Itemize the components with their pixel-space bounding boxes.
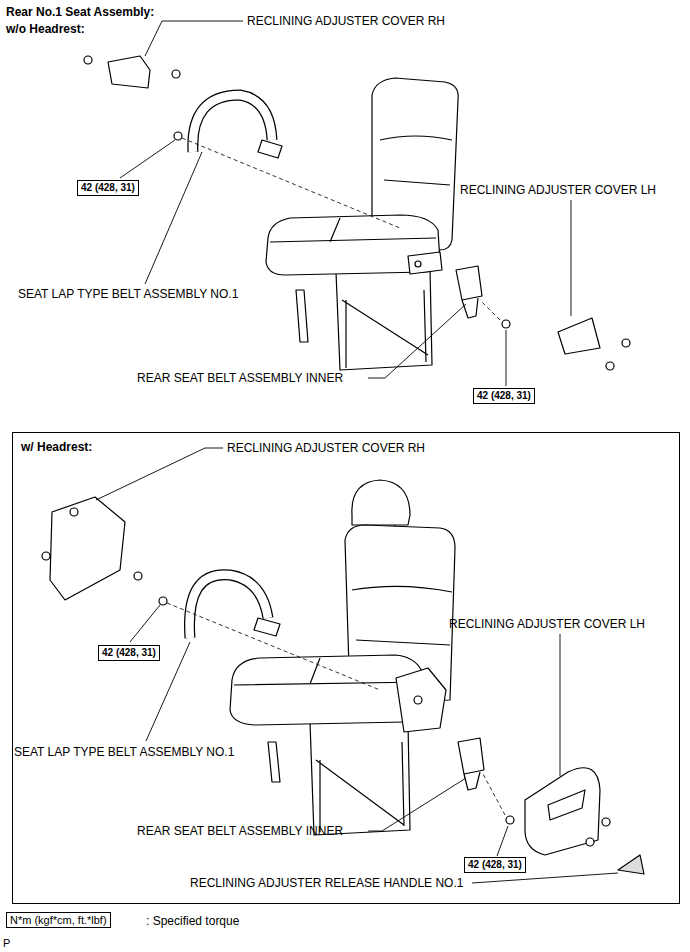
leader-line — [497, 826, 508, 856]
backrest-seam — [380, 136, 452, 185]
leader-line — [145, 21, 243, 56]
screw — [602, 818, 610, 826]
bolt-axis — [167, 603, 505, 815]
leader-line — [130, 605, 160, 642]
inner-buckle — [458, 738, 484, 774]
cushion-seam — [270, 218, 436, 242]
note-text: P — [3, 936, 10, 950]
seat-frame — [310, 722, 410, 835]
headrest — [352, 480, 410, 525]
seat-without-headrest — [84, 21, 630, 386]
torque-value: 42 (428, 31) — [102, 647, 156, 659]
hinge-pin — [415, 261, 421, 267]
part-name: RECLINING ADJUSTER COVER RH — [247, 14, 445, 28]
note-text: : Specified torque — [146, 914, 239, 928]
variant-heading: w/o Headrest: — [6, 22, 85, 36]
part-name: RECLINING ADJUSTER COVER LH — [449, 617, 645, 631]
part-name: RECLINING ADJUSTER COVER LH — [460, 183, 656, 197]
torque-legend-box: N*m (kgf*cm, ft.*lbf) — [6, 912, 111, 928]
screw — [606, 362, 614, 370]
torque-value: 42 (428, 31) — [81, 182, 135, 194]
torque-value: N*m (kgf*cm, ft.*lbf) — [10, 914, 107, 926]
seat-with-headrest — [42, 448, 644, 883]
bolt — [506, 816, 514, 824]
seat-leg — [296, 290, 308, 342]
leader-line — [368, 778, 466, 831]
bolt — [159, 597, 167, 605]
recliner-hinge — [408, 252, 442, 274]
torque-value: 42 (428, 31) — [477, 390, 531, 402]
cover-lh — [525, 768, 600, 855]
variant-panel: w/ Headrest:42 (428, 31)42 (428, 31) — [12, 432, 680, 904]
belt-tongue — [254, 618, 280, 636]
hinge-pin — [414, 696, 422, 704]
seat-leg — [268, 742, 280, 782]
part-name: REAR SEAT BELT ASSEMBLY INNER — [137, 371, 343, 385]
part-name: REAR SEAT BELT ASSEMBLY INNER — [137, 824, 343, 838]
leader-line — [506, 330, 507, 386]
torque-box: 42 (428, 31) — [464, 857, 526, 873]
cover-lh-slot — [548, 790, 585, 820]
part-name: SEAT LAP TYPE BELT ASSEMBLY NO.1 — [18, 287, 238, 301]
cushion — [230, 655, 425, 725]
torque-box: 42 (428, 31) — [473, 388, 535, 404]
leader-line — [368, 304, 466, 378]
part-name: RECLINING ADJUSTER RELEASE HANDLE NO.1 — [190, 876, 463, 890]
screw — [84, 56, 92, 64]
part-name: RECLINING ADJUSTER COVER RH — [227, 441, 425, 455]
screw — [172, 70, 180, 78]
torque-box: 42 (428, 31) — [98, 645, 160, 661]
screw — [622, 339, 630, 347]
backrest-seam — [352, 586, 452, 645]
cover-lh — [558, 318, 600, 354]
torque-value: 42 (428, 31) — [468, 859, 522, 871]
release-handle — [618, 855, 644, 874]
cover-rh — [108, 56, 150, 88]
screw — [42, 552, 50, 560]
screw — [70, 508, 78, 516]
inner-buckle — [456, 266, 482, 300]
lap-belt-inner — [193, 95, 272, 152]
leader-line — [560, 634, 561, 776]
inner-buckle-strap — [464, 772, 480, 790]
bolt — [502, 320, 510, 328]
cushion-seam — [234, 658, 423, 685]
leader-line — [472, 873, 618, 883]
screw — [134, 572, 142, 580]
torque-box: 42 (428, 31) — [77, 180, 139, 196]
seat-frame — [336, 268, 432, 370]
leader-line — [96, 448, 223, 500]
leader-line — [120, 140, 175, 178]
recliner-hinge — [396, 668, 446, 732]
cover-rh — [50, 497, 125, 600]
belt-tongue — [258, 140, 282, 158]
screw — [586, 838, 594, 846]
part-name: SEAT LAP TYPE BELT ASSEMBLY NO.1 — [14, 745, 234, 759]
bolt — [174, 132, 182, 140]
diagram-title: Rear No.1 Seat Assembly: — [6, 5, 154, 19]
inner-buckle-strap — [462, 298, 478, 318]
lap-belt — [193, 95, 272, 152]
leader-line — [571, 200, 572, 316]
leader-line — [145, 152, 202, 284]
